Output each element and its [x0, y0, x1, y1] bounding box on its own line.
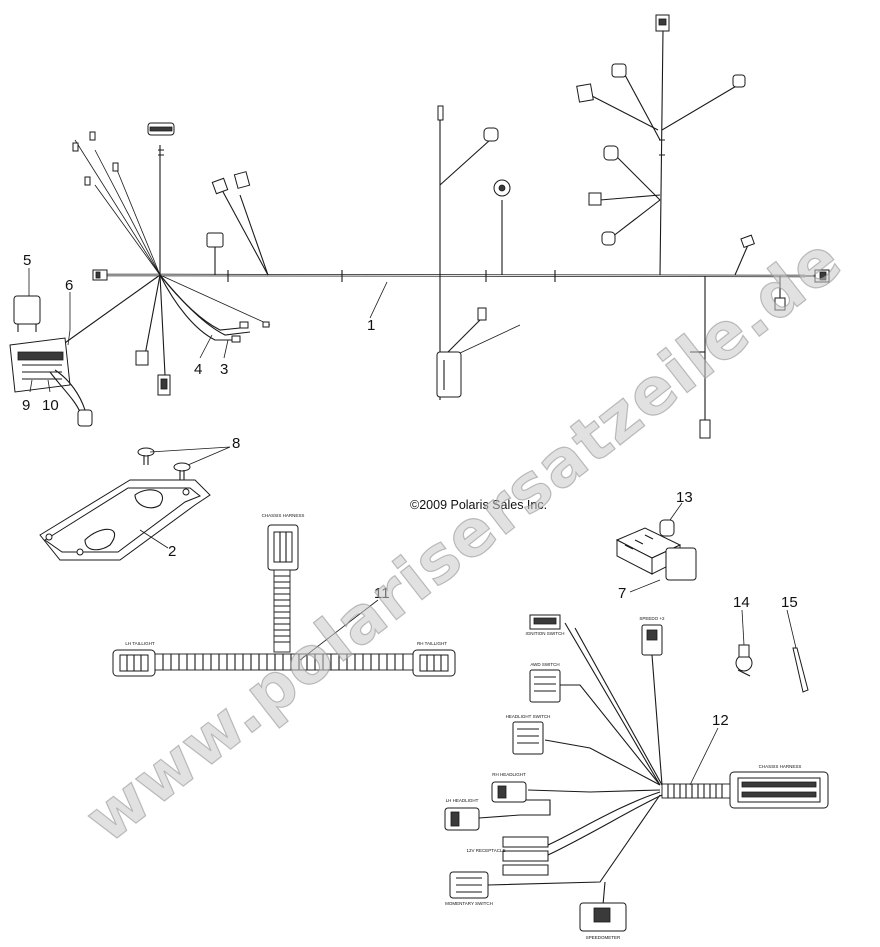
dash-harness — [444, 614, 829, 932]
callout-13: 13 — [676, 489, 693, 506]
label-lh-taillight: LH TAILLIGHT — [125, 641, 155, 646]
label-awd-switch: AWD SWITCH — [530, 662, 559, 667]
callout-1: 1 — [367, 317, 375, 334]
label-speedo: SPEEDO +2 — [639, 616, 665, 621]
callout-4: 4 — [194, 361, 202, 378]
callout-5: 5 — [23, 252, 31, 269]
callout-10: 10 — [42, 397, 59, 414]
label-chassis-harness: CHASSIS HARNESS — [759, 764, 802, 769]
tiny-labels: CHASSIS HARNESS LH TAILLIGHT RH TAILLIGH… — [125, 513, 801, 940]
label-ignition-switch: IGNITION SWITCH — [526, 631, 565, 636]
callout-6: 6 — [65, 277, 73, 294]
copyright-notice: ©2009 Polaris Sales Inc. — [410, 498, 547, 512]
relay-with-bracket — [615, 519, 697, 581]
label-headlight-switch: HEADLIGHT SWITCH — [506, 714, 551, 719]
label-momentary-switch: MOMENTARY SWITCH — [445, 901, 493, 906]
label-chassis-top: CHASSIS HARNESS — [262, 513, 305, 518]
main-harness — [61, 14, 830, 439]
clip-and-tie — [735, 644, 809, 693]
callout-12: 12 — [712, 712, 729, 729]
label-rh-headlight: RH HEADLIGHT — [492, 772, 526, 777]
callout-11: 11 — [374, 585, 390, 602]
label-rh-taillight: RH TAILLIGHT — [417, 641, 447, 646]
relay-fuse-box — [9, 295, 93, 427]
callout-9: 9 — [22, 397, 30, 414]
callout-7: 7 — [618, 585, 626, 602]
callout-3: 3 — [220, 361, 228, 378]
label-speedometer: SPEEDOMETER — [586, 935, 621, 940]
callout-8: 8 — [232, 435, 240, 452]
callout-numbers: 1 2 3 4 5 6 7 8 9 10 11 12 13 14 15 — [22, 252, 798, 729]
tail-harness — [112, 524, 456, 677]
callout-2: 2 — [168, 543, 176, 560]
callout-15: 15 — [781, 594, 798, 611]
mounting-bracket — [39, 447, 211, 561]
label-receptacle: 12V RECEPTACLE — [467, 848, 506, 853]
watermark-text: www.polarisersatzeile.de — [72, 223, 855, 858]
callout-14: 14 — [733, 594, 750, 611]
label-lh-headlight: LH HEADLIGHT — [446, 798, 479, 803]
leader-lines — [28, 268, 797, 786]
